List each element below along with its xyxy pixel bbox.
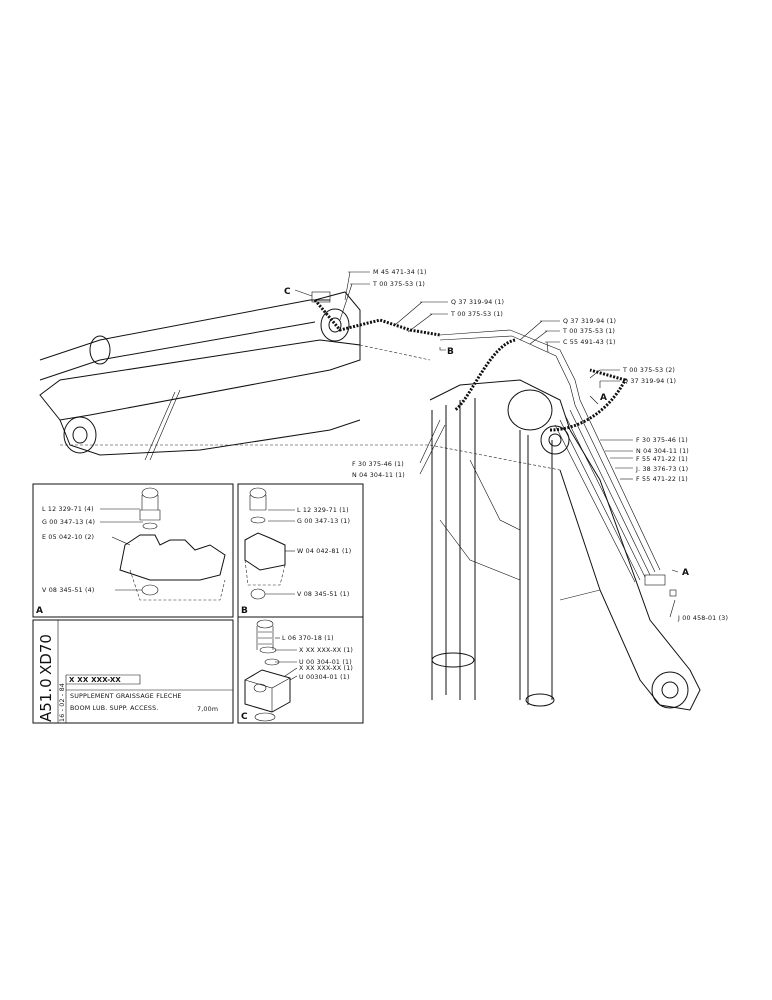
letter-a-upper: A [600,393,607,403]
callout-j00: J 00 458-01 (3) [677,615,728,622]
letter-b: B [447,347,454,357]
detail-c-letter: C [241,712,248,722]
boom-assembly-drawing [39,291,701,711]
main-callouts: M 45 471-34 (1) T 00 375-53 (1) Q 37 319… [284,269,728,622]
drawing-date: 16 - 02 - 84 [59,683,66,722]
page-number: A51.0 [37,678,55,722]
detail-a-l12: L 12 329-71 (4) [42,506,94,513]
callout-t-mid: T 00 375-53 (1) [450,311,503,318]
detail-b-w04: W 04 042-81 (1) [297,548,351,555]
letter-c: C [284,287,291,297]
drawing-code: X XX XXX-XX [69,676,121,684]
callout-t-top: T 00 375-53 (1) [372,281,425,288]
callout-q-far: Q 37 319-94 (1) [623,378,676,385]
letter-a-lower: A [682,568,689,578]
callout-n04-left: N 04 304-11 (1) [352,472,405,479]
detail-b-letter: B [241,606,248,616]
callout-q-right: Q 37 319-94 (1) [563,318,616,325]
callout-c55: C 55 491-43 (1) [563,339,616,346]
callout-t-right: T 00 375-53 (1) [562,328,615,335]
callout-f55-a: F 55 471-22 (1) [636,456,688,463]
detail-panel-c: L 06 370-18 (1) X XX XXX-XX (1) U 00 304… [237,616,364,724]
callout-f30-right: F 30 375-46 (1) [636,437,688,444]
callout-n04-right: N 04 304-11 (1) [636,448,689,455]
detail-a-g00: G 00 347-13 (4) [42,519,95,526]
detail-a-v08: V 08 345-51 (4) [42,587,95,594]
callout-m45: M 45 471-34 (1) [373,269,427,276]
title-block: XD70 A51.0 16 - 02 - 84 X XX XXX-XX SUPP… [32,619,234,724]
detail-b-l12: L 12 329-71 (1) [297,507,349,514]
title-english: BOOM LUB. SUPP. ACCESS. [70,705,158,712]
length-value: 7,00m [197,706,218,713]
detail-panel-a: L 12 329-71 (4) G 00 347-13 (4) E 05 042… [32,483,234,618]
detail-b-g00: G 00 347-13 (1) [297,518,350,525]
detail-panel-b: L 12 329-71 (1) G 00 347-13 (1) W 04 042… [237,483,364,618]
detail-a-e05: E 05 042-10 (2) [42,534,94,541]
model-number: XD70 [37,634,55,675]
detail-c-u1: U 00 304-01 (1) [299,659,352,666]
detail-c-x1: X XX XXX-XX (1) [299,647,353,654]
detail-b-v08: V 08 345-51 (1) [297,591,350,598]
detail-c-x2: X XX XXX-XX (1) [299,665,353,672]
callout-leader-lines [294,271,679,618]
callout-f30-left: F 30 375-46 (1) [352,461,404,468]
title-french: SUPPLEMENT GRAISSAGE FLECHE [70,693,182,700]
callout-t-far: T 00 375-53 (2) [622,367,675,374]
detail-a-letter: A [36,606,43,616]
detail-c-l06: L 06 370-18 (1) [282,635,334,642]
callout-q-mid: Q 37 319-94 (1) [451,299,504,306]
detail-c-u2: U 00304-01 (1) [299,674,350,681]
callout-f55-b: F 55 471-22 (1) [636,476,688,483]
callout-j38: J. 38 376-73 (1) [635,466,688,473]
